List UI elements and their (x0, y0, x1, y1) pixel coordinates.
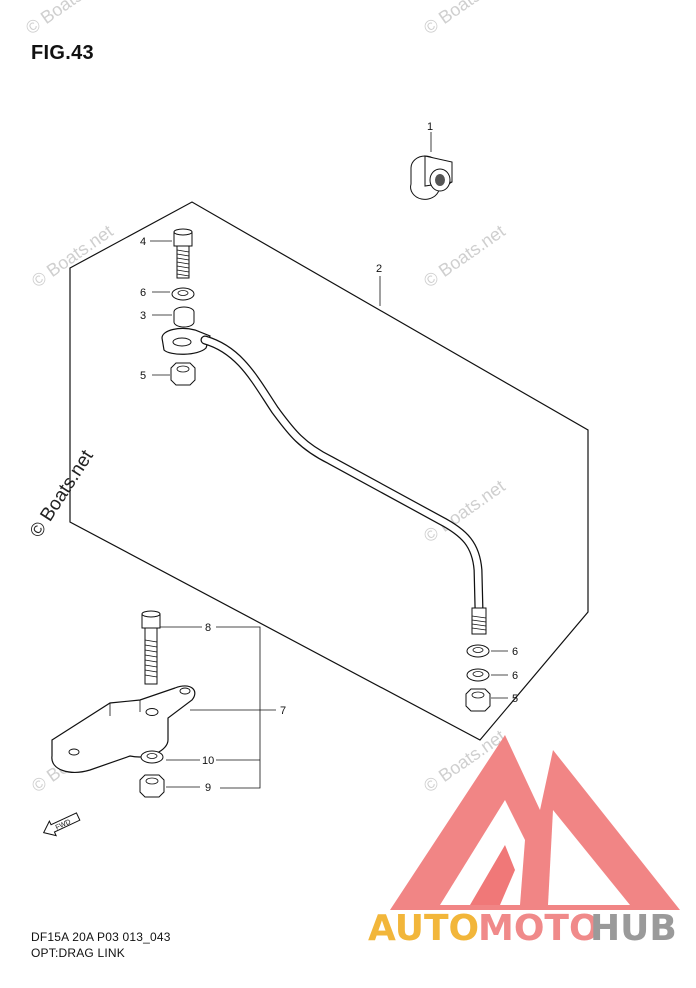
model-code: DF15A 20A P03 013_043 (31, 930, 171, 944)
forward-direction-marker: FWD (42, 812, 81, 837)
callout-2: 2 (376, 263, 382, 275)
part-2-drag-link (161, 327, 487, 635)
brand-part1: AUTO (368, 908, 479, 949)
callout-10: 10 (202, 755, 214, 767)
part-10-washer (140, 750, 164, 764)
part-8-bolt (141, 610, 161, 685)
callout-6: 6 (512, 670, 518, 682)
part-6-washer (171, 287, 195, 301)
callout-4: 4 (140, 236, 146, 248)
figure-caption: OPT:DRAG LINK (31, 946, 125, 960)
part-5-nut (465, 688, 491, 712)
callout-7: 7 (280, 705, 286, 717)
callout-1: 1 (427, 121, 433, 133)
figure-title: FIG.43 (31, 42, 94, 64)
callout-3: 3 (140, 310, 146, 322)
callout-6: 6 (140, 287, 146, 299)
brand-wordmark: AUTO MOTO HUB (368, 908, 677, 949)
part-7-bracket (51, 685, 196, 773)
brand-logo-mark (390, 735, 680, 910)
callout-5: 5 (512, 693, 518, 705)
brand-part3: HUB (590, 908, 677, 949)
part-1-bushing (410, 132, 453, 200)
part-6-washer (466, 644, 490, 658)
callout-8: 8 (205, 622, 211, 634)
part-9-nut (139, 774, 165, 798)
callout-9: 9 (205, 782, 211, 794)
leader-lines (150, 240, 508, 789)
brand-part2: MOTO (478, 908, 600, 949)
part-3-spacer (173, 306, 195, 328)
callout-5: 5 (140, 370, 146, 382)
assembly-frame (69, 201, 589, 741)
part-4-bolt (173, 228, 193, 279)
callout-6: 6 (512, 646, 518, 658)
part-6-washer (466, 668, 490, 682)
part-5-nut (170, 362, 196, 386)
fwd-label: FWD (55, 819, 72, 832)
